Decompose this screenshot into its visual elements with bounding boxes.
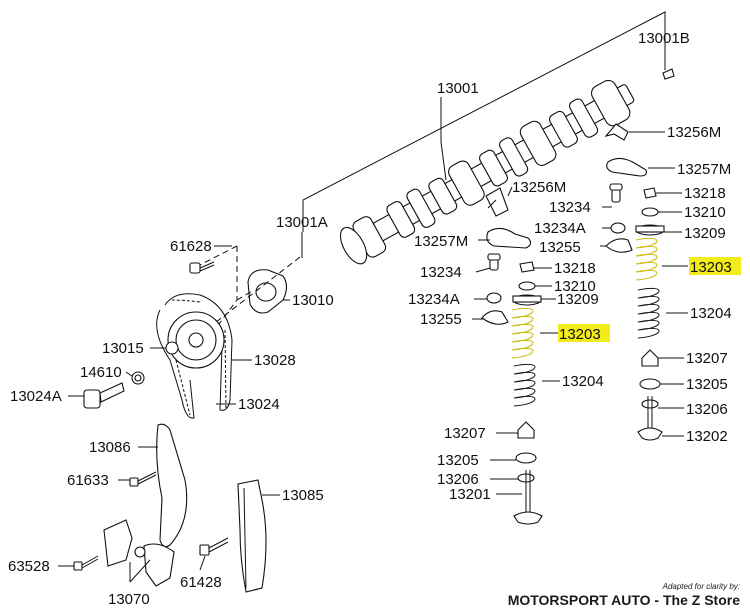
label-13255-middle: 13255 <box>539 239 581 256</box>
camshaft <box>339 79 635 265</box>
retainer-13210-right <box>641 207 659 217</box>
camshaft-plug <box>662 68 675 80</box>
chain-tensioner-13070 <box>103 519 175 587</box>
label-13202: 13202 <box>686 428 728 445</box>
label-61628: 61628 <box>170 238 212 255</box>
bolt-13024A <box>83 382 125 409</box>
label-13207-middle: 13207 <box>444 425 486 442</box>
label-13010: 13010 <box>292 292 334 309</box>
label-13234-middle: 13234 <box>549 199 591 216</box>
cam-bracket <box>247 269 288 314</box>
bolt-61628 <box>189 261 215 274</box>
label-13086: 13086 <box>89 439 131 456</box>
label-13001B: 13001B <box>638 30 690 47</box>
spring-seat-13205-middle <box>515 452 537 464</box>
bolt-61633 <box>129 471 157 487</box>
label-13001: 13001 <box>437 80 479 97</box>
bolt-61428 <box>199 537 229 556</box>
label-13085: 13085 <box>282 487 324 504</box>
credit-small-text: Adapted for clarity by: <box>662 582 740 591</box>
keeper-13218-middle <box>519 261 535 273</box>
rocker-arm-13257M-right <box>606 157 647 177</box>
label-13070: 13070 <box>108 591 150 608</box>
label-13257M-middle: 13257M <box>414 233 468 250</box>
washer-14610 <box>131 371 145 385</box>
label-13234A-left: 13234A <box>408 291 460 308</box>
inner-valve-spring-13204-right <box>637 287 660 339</box>
outer-valve-spring-13203-right <box>635 237 658 281</box>
label-63528: 63528 <box>8 558 50 575</box>
exhaust-valve-13202 <box>637 396 663 441</box>
keeper-13218-right <box>643 187 657 199</box>
retainer-13209-right <box>635 224 665 236</box>
cam-sprocket <box>165 311 225 369</box>
label-13024A: 13024A <box>10 388 62 405</box>
label-13218-right: 13218 <box>684 185 726 202</box>
inner-valve-spring-13204-middle <box>513 363 536 407</box>
label-13028: 13028 <box>254 352 296 369</box>
rocker-arm-13257M-middle <box>486 227 532 249</box>
label-13255-left: 13255 <box>420 311 462 328</box>
valve-guide-13206-right <box>641 399 659 409</box>
label-13203-right: 13203 <box>690 259 732 276</box>
valve-seal-13207-right <box>641 349 659 367</box>
label-13204-middle: 13204 <box>562 373 604 390</box>
washer-13234A-right <box>610 222 626 234</box>
label-14610: 14610 <box>80 364 122 381</box>
rocker-guide-13256M-right <box>604 123 629 141</box>
label-13234-left: 13234 <box>420 264 462 281</box>
label-13205-middle: 13205 <box>437 452 479 469</box>
pivot-13234-right <box>609 183 623 203</box>
label-13218-middle: 13218 <box>554 260 596 277</box>
label-61428: 61428 <box>180 574 222 591</box>
label-13205-right: 13205 <box>686 376 728 393</box>
label-61633: 61633 <box>67 472 109 489</box>
label-13015: 13015 <box>102 340 144 357</box>
spring-seat-13205-right <box>639 378 661 390</box>
washer-13234A-middle <box>486 292 502 304</box>
lash-pad-13255-right <box>605 238 633 253</box>
leader-lines <box>58 44 688 583</box>
timing-chain <box>156 293 233 419</box>
label-13206-right: 13206 <box>686 401 728 418</box>
valve-seal-13207-middle <box>517 421 535 439</box>
lash-pad-13255-middle <box>481 310 509 325</box>
label-13024: 13024 <box>238 396 280 413</box>
credit-footer: Adapted for clarity by: MOTORSPORT AUTO … <box>508 582 740 610</box>
retainer-13210-middle <box>518 281 536 291</box>
retainer-13209-middle <box>512 294 542 306</box>
chain-tensioner-guide-13086 <box>156 423 188 548</box>
label-13209-middle: 13209 <box>557 291 599 308</box>
credit-brand-text: MOTORSPORT AUTO - The Z Store <box>507 592 740 608</box>
bolt-63528 <box>73 555 99 571</box>
label-13209-right: 13209 <box>684 225 726 242</box>
label-13257M-right: 13257M <box>677 161 731 178</box>
label-13204-right: 13204 <box>690 305 732 322</box>
chain-guide-13085 <box>237 479 267 593</box>
label-13234A-middle: 13234A <box>534 220 586 237</box>
label-13256M-right: 13256M <box>667 124 721 141</box>
outer-valve-spring-13203-middle <box>511 307 534 359</box>
pivot-13234-middle <box>487 253 501 271</box>
highlight-13203-right <box>689 257 741 275</box>
intake-valve-13201 <box>513 470 543 525</box>
label-13210-right: 13210 <box>684 204 726 221</box>
rocker-guide-13256M-middle <box>485 187 509 217</box>
label-13210-middle: 13210 <box>554 278 596 295</box>
label-13256M-middle: 13256M <box>512 179 566 196</box>
label-13203-middle: 13203 <box>559 326 601 343</box>
label-13207-right: 13207 <box>686 350 728 367</box>
part-labels: 13001B 13001 13256M 13257M 13218 13210 1… <box>8 30 732 608</box>
label-13201: 13201 <box>449 486 491 503</box>
highlight-13203-middle <box>558 324 610 342</box>
label-13001A: 13001A <box>276 214 328 231</box>
label-13206-middle: 13206 <box>437 471 479 488</box>
